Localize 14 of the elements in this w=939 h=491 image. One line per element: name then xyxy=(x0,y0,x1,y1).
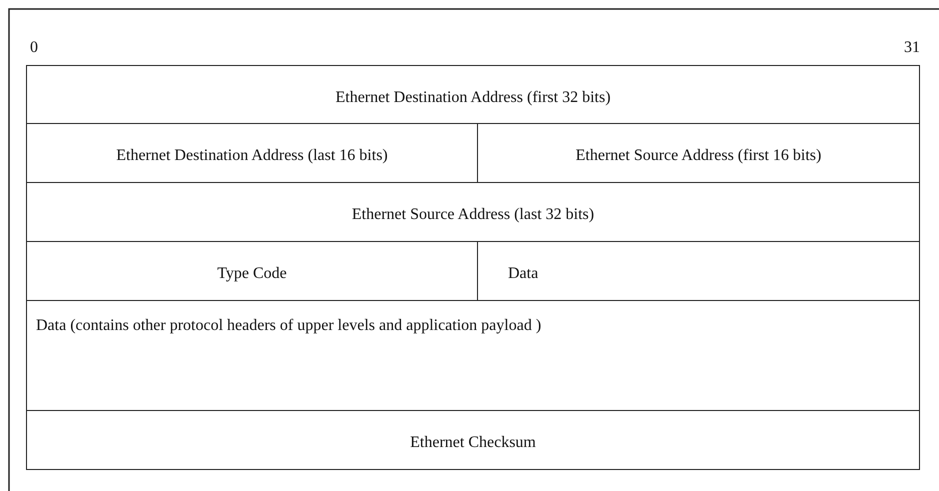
field-name: Ethernet Source Address (first 16 bits) xyxy=(576,147,822,165)
field-cell xyxy=(26,410,920,470)
field-name: Ethernet Source Address (last 32 bits) xyxy=(352,206,594,224)
field-name: Ethernet Destination Address (first 32 bits) xyxy=(335,88,611,106)
field-name: Data (contains other protocol headers of upper levels and application payload ) xyxy=(36,317,542,335)
field-cell xyxy=(26,182,920,242)
bit-index: 31 xyxy=(904,39,920,57)
field-cell xyxy=(26,300,920,411)
field-name: Ethernet Destination Address (last 16 bits) xyxy=(116,147,388,165)
field-name: Type Code xyxy=(217,265,287,283)
field-name: Data xyxy=(508,265,538,283)
field-name: Ethernet Checksum xyxy=(410,434,536,452)
bit-index: 0 xyxy=(30,39,38,57)
field-cell xyxy=(26,65,920,124)
